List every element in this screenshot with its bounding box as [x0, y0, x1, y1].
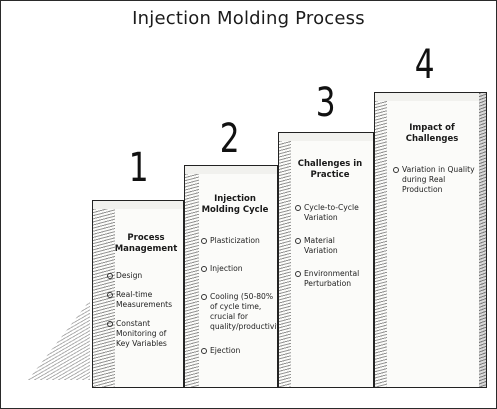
bullet-icon [295, 205, 301, 211]
step-items-3: Cycle-to-Cycle Variation Material Variat… [295, 203, 369, 298]
step-block-top [183, 165, 279, 174]
list-item: Cooling (50-80% of cycle time, crucial f… [201, 292, 287, 332]
list-item: Cycle-to-Cycle Variation [295, 203, 369, 223]
step-items-4: Variation in Quality during Real Product… [393, 165, 475, 204]
list-item-text: Variation in Quality during Real Product… [402, 165, 475, 194]
step-block-2: Injection Molding Cycle Plasticization I… [183, 165, 287, 388]
list-item-text: Plasticization [210, 236, 260, 245]
bullet-icon [107, 321, 113, 327]
list-item-text: Material Variation [304, 236, 338, 255]
bullet-icon [393, 167, 399, 173]
step-number-1: 1 [128, 145, 149, 191]
step-number-2: 2 [219, 116, 240, 162]
step-heading-4: Impact of Challenges [405, 123, 459, 144]
bullet-icon [201, 294, 207, 300]
list-item: Real-time Measurements [107, 290, 179, 310]
step-number-3: 3 [315, 80, 336, 126]
step-heading-2: Injection Molding Cycle [201, 194, 269, 215]
list-item-text: Injection [210, 264, 243, 273]
step-block-top [373, 92, 481, 101]
list-item-text: Cycle-to-Cycle Variation [304, 203, 359, 222]
step-block-4: Impact of Challenges Variation in Qualit… [373, 92, 487, 389]
step-items-2: Plasticization Injection Cooling (50-80%… [201, 236, 287, 365]
list-item-text: Real-time Measurements [116, 290, 173, 309]
step-block-1: Process Management Design Real-time Meas… [91, 200, 185, 388]
step-block-shading [279, 141, 291, 387]
list-item: Environmental Perturbation [295, 269, 369, 289]
list-item: Ejection [201, 346, 281, 356]
step-items-1: Design Real-time Measurements Constant M… [107, 271, 179, 358]
list-item-text: Ejection [210, 346, 241, 355]
bullet-icon [201, 348, 207, 354]
list-item: Injection [201, 264, 281, 274]
list-item-text: Design [116, 271, 143, 280]
list-item: Variation in Quality during Real Product… [393, 165, 475, 195]
step-block-top [91, 200, 185, 209]
step-block-shading [185, 174, 199, 387]
list-item: Constant Monitoring of Key Variables [107, 319, 179, 349]
step-block-shading [375, 101, 387, 387]
list-item: Plasticization [201, 236, 281, 246]
list-item: Design [107, 271, 179, 281]
bullet-icon [107, 292, 113, 298]
step-number-4: 4 [414, 42, 435, 88]
bullet-icon [295, 271, 301, 277]
step-block-side [479, 92, 487, 389]
step-block-3: Challenges in Practice Cycle-to-Cycle Va… [277, 132, 375, 388]
list-item-text: Environmental Perturbation [304, 269, 360, 288]
bullet-icon [107, 273, 113, 279]
list-item: Material Variation [295, 236, 369, 256]
step-heading-3: Challenges in Practice [297, 159, 363, 180]
bullet-icon [201, 266, 207, 272]
list-item-text: Constant Monitoring of Key Variables [116, 319, 167, 348]
step-block-top [277, 132, 375, 141]
step-heading-1: Process Management [114, 233, 178, 254]
diagram-title: Injection Molding Process [132, 8, 365, 29]
bullet-icon [295, 238, 301, 244]
list-item-text: Cooling (50-80% of cycle time, crucial f… [210, 292, 287, 331]
step-block-shading [93, 209, 115, 387]
bullet-icon [201, 238, 207, 244]
